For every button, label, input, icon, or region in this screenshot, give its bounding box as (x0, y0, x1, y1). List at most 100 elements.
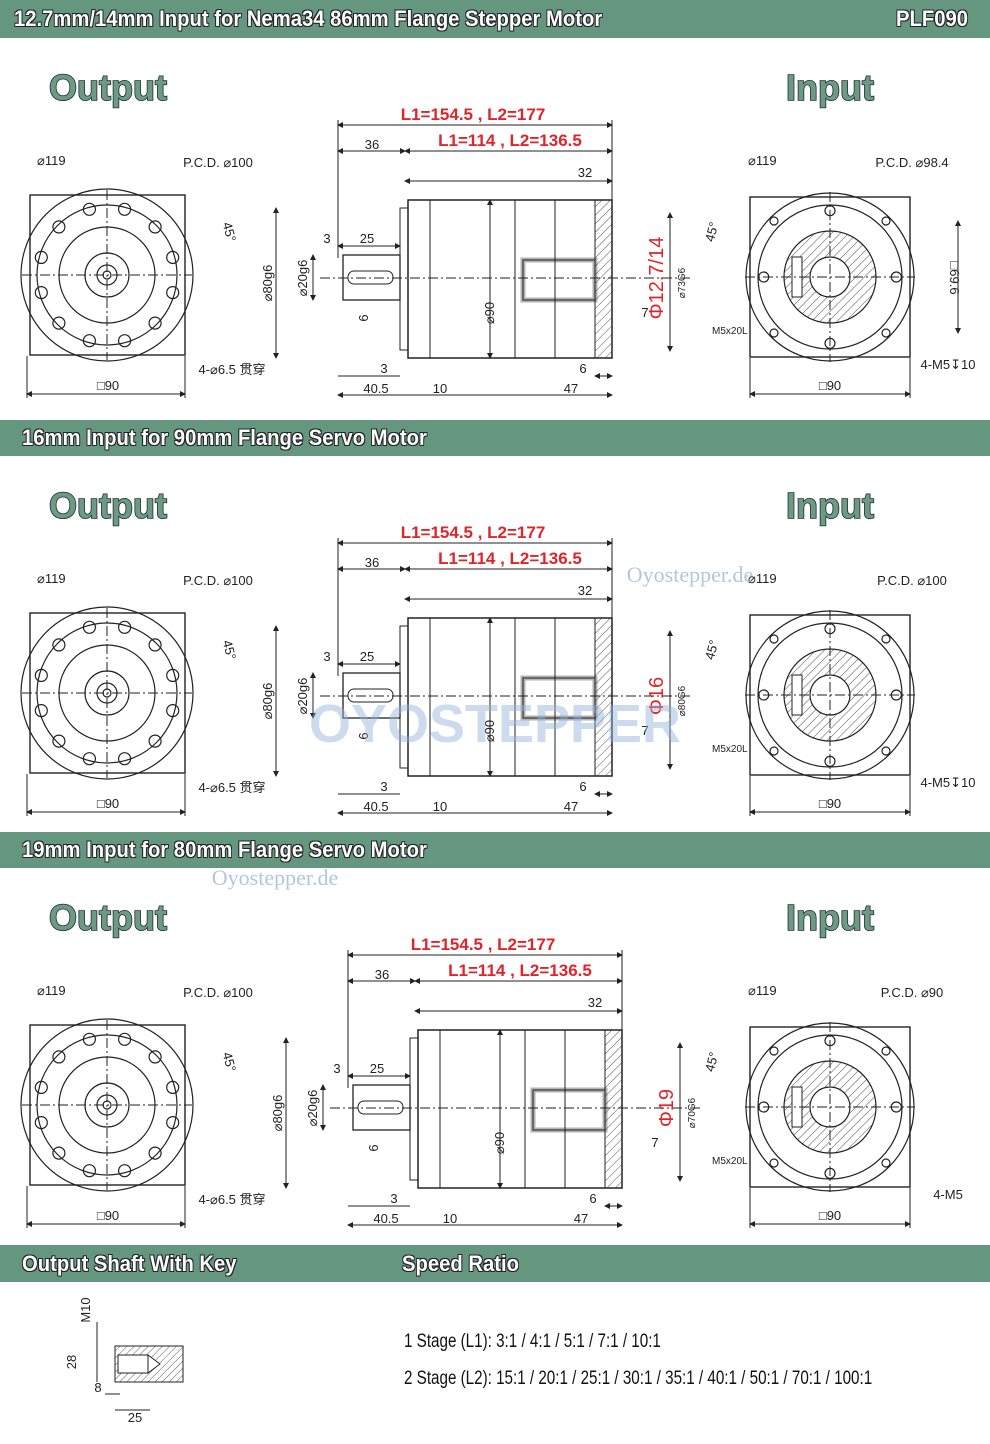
dim-6-key: 6 (356, 314, 371, 321)
output-bolt-hole (148, 316, 162, 330)
input-mount-hole (769, 1046, 779, 1056)
dim-6-bottom: 6 (579, 361, 586, 376)
bottom-header: Output Shaft With Key Speed Ratio (0, 1245, 990, 1282)
output-diameter-119: ⌀119 (37, 983, 66, 998)
dim-20g6: ⌀20g6 (295, 260, 310, 297)
output-outer-circle (20, 188, 194, 362)
input-bore-hatch (520, 257, 598, 303)
dim-40-5: 40.5 (363, 799, 388, 814)
output-flange (399, 207, 409, 351)
output-bolt-hole (82, 334, 97, 348)
output-bolt-hole (34, 668, 48, 682)
dim-47: 47 (564, 799, 578, 814)
dim-8: 8 (94, 1380, 101, 1395)
output-shaft-drawing: M10 28 8 25 (64, 1297, 184, 1425)
input-bore (522, 259, 596, 301)
section-title: 16mm Input for 90mm Flange Servo Motor (22, 425, 427, 450)
output-holes-label: 4-⌀6.5 贯穿 (198, 362, 265, 377)
total-length-label: L1=154.5 , L2=177 (401, 523, 546, 542)
input-flange-hatch (604, 1029, 623, 1189)
output-bolt-hole (52, 1146, 66, 1160)
dim-80g6: ⌀80g6 (270, 1095, 285, 1132)
dim-36: 36 (365, 555, 379, 570)
input-view-title: Input (786, 485, 874, 526)
input-bore-label: Φ12.7/14 (646, 237, 668, 320)
input-pilot-label: ⌀73G6 (677, 267, 688, 298)
dim-6-bottom: 6 (579, 779, 586, 794)
drawing-section-3: Output Input ⌀119 P.C.D. ⌀100 45° 4-⌀6.5 贯穿 □9… (0, 865, 990, 1245)
input-angle-label: 45° (702, 1050, 722, 1073)
output-angle-label: 45° (220, 638, 240, 661)
dim-32: 32 (578, 165, 592, 180)
output-bolt-hole (148, 1146, 162, 1160)
dim-20g6: ⌀20g6 (305, 1090, 320, 1127)
dim-6-bottom: 6 (589, 1191, 596, 1206)
output-diameter-119: ⌀119 (37, 571, 66, 586)
input-bore (522, 677, 596, 719)
drill-point (147, 1354, 161, 1374)
section-title: 19mm Input for 80mm Flange Servo Motor (22, 837, 427, 862)
dim-36: 36 (375, 967, 389, 982)
input-bore-label: Φ19 (656, 1089, 678, 1127)
output-view-title: Output (49, 897, 167, 938)
input-angle-label: 45° (702, 638, 722, 661)
output-bolt-hole (166, 1116, 180, 1130)
input-holes-label: 4-M5↧10 (921, 775, 976, 790)
input-pilot-label: ⌀70G6 (687, 1097, 698, 1128)
threaded-hole (117, 1354, 149, 1374)
input-square-label: □90 (819, 378, 841, 393)
dim-40-5: 40.5 (363, 381, 388, 396)
output-angle-label: 45° (220, 1050, 240, 1073)
section-header-3: 19mm Input for 80mm Flange Servo Motor (0, 832, 990, 868)
output-bolt-hole (166, 250, 180, 264)
output-bolt-hole (34, 250, 48, 264)
ratio-title: Speed Ratio (402, 1250, 519, 1276)
output-pcd-label: P.C.D. ⌀100 (183, 985, 253, 1000)
dim-28: 28 (64, 1355, 79, 1369)
dim-80g6: ⌀80g6 (260, 683, 275, 720)
dim-25: 25 (128, 1410, 142, 1425)
dim-25: 25 (360, 649, 374, 664)
output-bolt-hole (117, 620, 132, 634)
output-square-label: □90 (97, 1208, 119, 1223)
input-view-title: Input (786, 67, 874, 108)
output-square-label: □90 (97, 796, 119, 811)
drawing-svg: Output Input ⌀119 P.C.D. ⌀100 45° 4-⌀6.5 贯穿 □9… (20, 865, 963, 1228)
input-screw-label: M5x20L (712, 326, 748, 337)
output-bolt-hole (82, 202, 97, 216)
watermark-logo: OYOSTEPPER (309, 694, 681, 754)
input-square-label: □90 (819, 796, 841, 811)
input-bore (532, 1089, 606, 1131)
output-bolt-hole (34, 286, 48, 300)
dim-3-bottom: 3 (380, 361, 387, 376)
output-bolt-hole (82, 620, 97, 634)
dim-6-key: 6 (366, 1144, 381, 1151)
input-mount-hole (881, 1158, 891, 1168)
dim-3-top: 3 (333, 1061, 340, 1076)
input-view-title: Input (786, 897, 874, 938)
output-holes-label: 4-⌀6.5 贯穿 (198, 1192, 265, 1207)
output-bolt-hole (148, 638, 162, 652)
gearbox-body (417, 1029, 623, 1189)
output-bolt-hole (117, 334, 132, 348)
output-bolt-hole (52, 220, 66, 234)
output-diameter-119: ⌀119 (37, 153, 66, 168)
dim-36: 36 (365, 137, 379, 152)
shaft-title: Output Shaft With Key (22, 1250, 237, 1276)
dim-3-top: 3 (323, 231, 330, 246)
input-diameter-119: ⌀119 (748, 571, 777, 586)
dim-47: 47 (574, 1211, 588, 1226)
body-length-label: L1=114 , L2=136.5 (448, 961, 592, 980)
output-view-title: Output (49, 67, 167, 108)
body-length-label: L1=114 , L2=136.5 (438, 549, 582, 568)
output-bolt-hole (166, 1080, 180, 1094)
input-bore-label: Φ16 (646, 677, 668, 715)
input-angle-label: 45° (702, 220, 722, 243)
input-square-label: □90 (819, 1208, 841, 1223)
total-length-label: L1=154.5 , L2=177 (401, 105, 546, 124)
input-square-69-6: □69.6 (947, 261, 962, 294)
watermark-text: Oyostepper.de (627, 562, 753, 587)
input-pcd-label: P.C.D. ⌀98.4 (875, 155, 948, 170)
